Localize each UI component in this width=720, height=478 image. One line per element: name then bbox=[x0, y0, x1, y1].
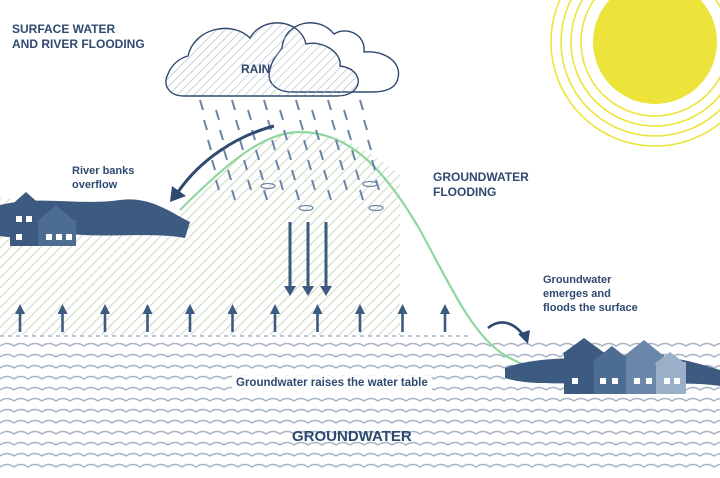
rain-label: RAIN bbox=[241, 62, 271, 76]
cloud-icon bbox=[165, 22, 400, 97]
hill-outline bbox=[179, 130, 561, 376]
groundwater-flooding-heading: GROUNDWATER FLOODING bbox=[433, 170, 529, 200]
house-icon bbox=[562, 338, 686, 394]
curved-arrow-icon bbox=[170, 124, 275, 202]
groundwater-emerges-label: Groundwater emerges and floods the surfa… bbox=[543, 274, 638, 315]
water-table-label: Groundwater raises the water table bbox=[232, 376, 432, 391]
sun-icon bbox=[550, 0, 720, 147]
house-icon bbox=[8, 192, 76, 246]
arrow-down-icon bbox=[284, 222, 332, 296]
surface-water-heading: SURFACE WATER AND RIVER FLOODING bbox=[12, 22, 145, 52]
river-banks-label: River banks overflow bbox=[72, 165, 135, 192]
arrow-up-icon bbox=[15, 304, 450, 332]
rain-splashes bbox=[260, 180, 384, 212]
groundwater-heading: GROUNDWATER bbox=[292, 428, 412, 445]
hill-slope bbox=[0, 132, 400, 335]
rain-drops bbox=[199, 99, 380, 201]
curved-arrow-icon bbox=[487, 321, 530, 344]
